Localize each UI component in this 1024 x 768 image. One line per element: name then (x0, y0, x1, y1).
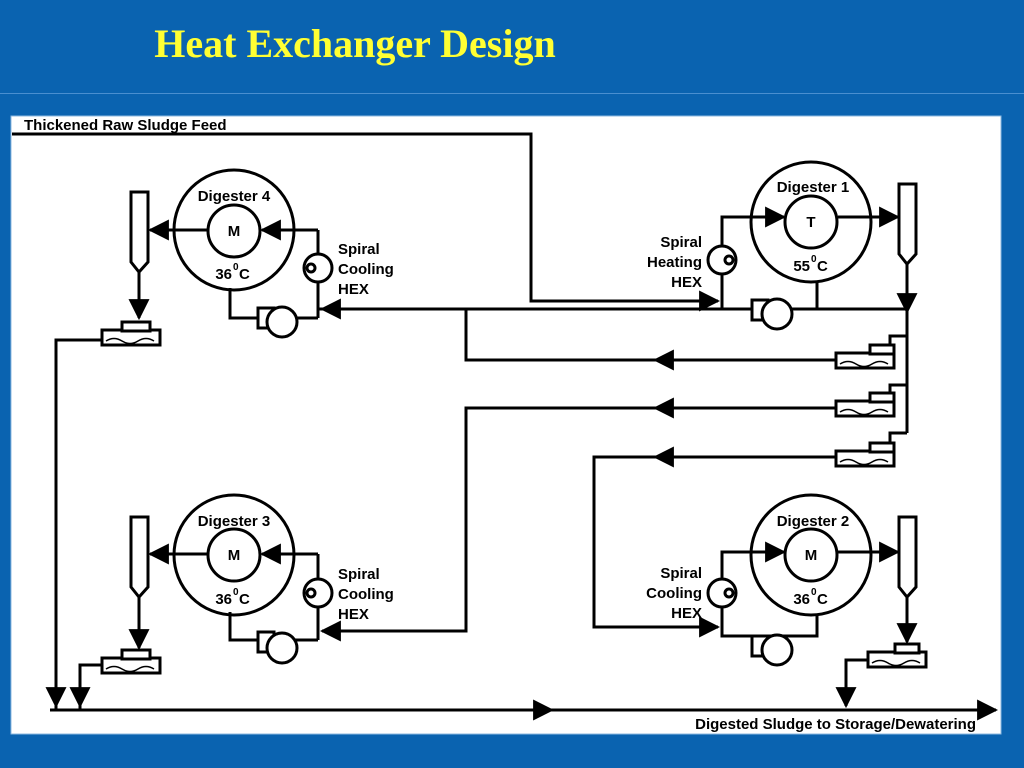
digester-2-hex-line2: Cooling (646, 585, 702, 602)
digester-4-hex-line3: HEX (338, 281, 369, 298)
slide-title: Heat Exchanger Design (154, 21, 556, 66)
digester-3-hex-line3: HEX (338, 606, 369, 623)
d1-thickener (897, 182, 918, 267)
digester-4-hex-line2: Cooling (338, 261, 394, 278)
d3-pump-icon (265, 631, 299, 665)
digester-3-name: Digester 3 (198, 513, 271, 530)
digester-3-unit: C (239, 591, 250, 608)
d1-pump-icon (760, 297, 794, 331)
return-line-d3 (322, 406, 836, 633)
d4-pump-icon (265, 305, 299, 339)
c3-wave (839, 458, 889, 466)
d3-tank-hood (120, 648, 152, 661)
digester-2-mixer-label: M (805, 547, 818, 564)
d3-collector-wave (105, 665, 155, 673)
d2-hex-core (723, 587, 735, 599)
digester-1-tank (749, 160, 873, 284)
digester-2-tank (749, 493, 873, 617)
collector-1-hood (868, 343, 896, 356)
d1-hex-core (723, 254, 735, 266)
d4-thickener (129, 190, 150, 275)
digester-2-hex-line3: HEX (671, 605, 702, 622)
digester-1-name: Digester 1 (777, 179, 850, 196)
digester-4-mixer-label: M (228, 223, 241, 240)
digester-1-hex-line3: HEX (671, 274, 702, 291)
d4-collector-wave (105, 337, 155, 345)
title-divider (0, 93, 1024, 94)
digester-2-temp: 36 (793, 591, 810, 608)
digester-3-degree: 0 (233, 587, 239, 598)
d3-hex-core (305, 587, 317, 599)
d3-hex-icon (302, 577, 334, 609)
d4-hex-core (305, 262, 317, 274)
digester-4-name: Digester 4 (198, 188, 271, 205)
d2-tank-hood (893, 642, 921, 655)
process-diagram: Thickened Raw Sludge Feed Digested Sludg… (10, 115, 1002, 735)
digester-4-unit: C (239, 266, 250, 283)
d4-hex-icon (302, 252, 334, 284)
d3-thickener (129, 515, 150, 600)
digester-2-unit: C (817, 591, 828, 608)
digester-1-hex-line1: Spiral (660, 234, 702, 251)
digester-3-hex-line2: Cooling (338, 586, 394, 603)
d4-discharge (54, 338, 102, 710)
d2-hex-icon (706, 577, 738, 609)
return-line-d4 (320, 307, 836, 362)
digester-3-hex-line1: Spiral (338, 566, 380, 583)
digester-1-hex-line2: Heating (647, 254, 702, 271)
d2-collector-wave (871, 659, 921, 667)
digester-1-mixer-label: T (806, 214, 815, 231)
c2-wave (839, 408, 889, 416)
feed-label: Thickened Raw Sludge Feed (24, 117, 227, 134)
digester-2-degree: 0 (811, 587, 817, 598)
collector-3-hood (868, 441, 896, 454)
d2-discharge (835, 658, 868, 709)
digester-2-name: Digester 2 (777, 513, 850, 530)
digester-2-hex-line1: Spiral (660, 565, 702, 582)
d1-hex-icon (706, 244, 738, 276)
digester-1-unit: C (817, 258, 828, 275)
diagram-background (10, 115, 1002, 735)
c1-wave (839, 360, 889, 368)
feed-line (12, 132, 721, 312)
digester-3-temp: 36 (215, 591, 232, 608)
digester-3-mixer-label: M (228, 547, 241, 564)
digester-4-temp: 36 (215, 266, 232, 283)
collector-2-hood (868, 391, 896, 404)
digester-1-degree: 0 (811, 254, 817, 265)
d2-thickener (897, 515, 918, 600)
manifold-to-c1 (888, 334, 907, 345)
digester-4-hex-line1: Spiral (338, 241, 380, 258)
digester-4-degree: 0 (233, 262, 239, 273)
d2-pump-icon (760, 633, 794, 667)
manifold-to-c3 (888, 431, 907, 443)
digester-1-temp: 55 (793, 258, 810, 275)
d4-tank-hood (120, 320, 152, 333)
return-line-d2 (592, 455, 836, 629)
outlet-label: Digested Sludge to Storage/Dewatering (695, 716, 976, 733)
manifold-to-c2 (888, 383, 907, 393)
